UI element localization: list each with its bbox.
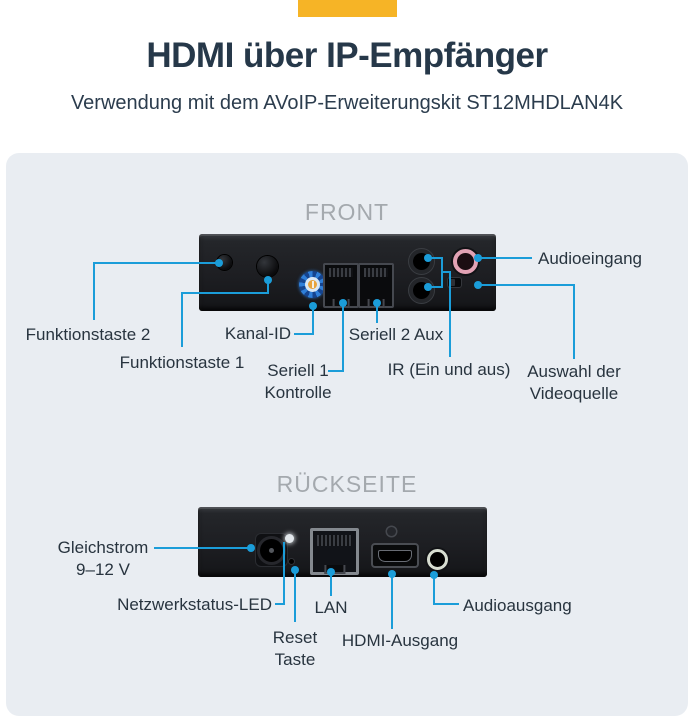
function-button-1 bbox=[257, 256, 278, 277]
callout-lan: LAN bbox=[314, 598, 348, 617]
port-pins bbox=[329, 268, 353, 277]
hdmi-output-port bbox=[371, 543, 419, 568]
page-subtitle: Verwendung mit dem AVoIP-Erweiterungskit… bbox=[70, 92, 624, 114]
audio-input-jack bbox=[453, 249, 478, 274]
ir-jack-bottom bbox=[409, 278, 434, 303]
panel-screw bbox=[387, 527, 396, 536]
callout-funktionstaste-2: Funktionstaste 2 bbox=[25, 325, 151, 344]
callout-gleichstrom: Gleichstrom 9–12 V bbox=[43, 537, 163, 581]
lan-port bbox=[310, 528, 359, 575]
video-source-switch bbox=[448, 278, 461, 287]
callout-auswahl-videoquelle: Auswahl der Videoquelle bbox=[504, 361, 644, 405]
port-latch bbox=[332, 299, 350, 308]
callout-gleichstrom-line1: Gleichstrom bbox=[57, 538, 149, 557]
callout-reset-line2: Taste bbox=[274, 650, 316, 669]
callout-seriell-1-line1: Seriell 1 bbox=[267, 361, 329, 380]
callout-ir: IR (Ein und aus) bbox=[387, 360, 511, 379]
port-pins bbox=[317, 535, 352, 546]
front-panel-device bbox=[199, 234, 496, 311]
rear-section-label: RÜCKSEITE bbox=[276, 471, 418, 497]
dial-pointer bbox=[308, 280, 317, 289]
front-section-label: FRONT bbox=[304, 199, 390, 225]
rear-panel-device bbox=[198, 507, 487, 577]
channel-id-rotary-dial bbox=[299, 271, 326, 298]
function-button-2 bbox=[217, 255, 232, 270]
callout-gleichstrom-line2: 9–12 V bbox=[76, 560, 130, 579]
port-latch bbox=[367, 299, 385, 308]
callout-funktionstaste-1: Funktionstaste 1 bbox=[119, 353, 245, 372]
callout-audioausgang: Audioausgang bbox=[463, 596, 572, 615]
callout-seriell-2-aux: Seriell 2 Aux bbox=[348, 325, 444, 344]
audio-output-jack bbox=[427, 549, 448, 570]
dc-power-jack bbox=[256, 534, 287, 566]
callout-audioeingang: Audioeingang bbox=[538, 249, 642, 268]
page-title: HDMI über IP-Empfänger bbox=[146, 36, 548, 75]
dial-ring bbox=[305, 277, 320, 292]
callout-kanal-id: Kanal-ID bbox=[224, 324, 291, 343]
callout-reset-line1: Reset bbox=[272, 628, 318, 647]
callout-auswahl-line2: Videoquelle bbox=[529, 384, 619, 403]
ir-jack-top bbox=[409, 249, 434, 274]
callout-reset-taste: Reset Taste bbox=[235, 627, 355, 671]
port-pins bbox=[364, 268, 388, 277]
callout-hdmi-ausgang: HDMI-Ausgang bbox=[341, 631, 459, 650]
dc-jack-pin bbox=[269, 547, 274, 553]
callout-seriell-1: Seriell 1 Kontrolle bbox=[238, 360, 358, 404]
callout-netzwerkstatus-led: Netzwerkstatus-LED bbox=[117, 595, 272, 614]
serial-1-port bbox=[323, 263, 359, 308]
callout-seriell-1-line2: Kontrolle bbox=[264, 383, 332, 402]
hdmi-slot bbox=[378, 549, 412, 562]
serial-2-aux-port bbox=[358, 263, 394, 308]
reset-pinhole bbox=[289, 559, 294, 564]
port-latch bbox=[323, 565, 346, 574]
brand-tab-accent bbox=[298, 0, 397, 17]
network-status-led bbox=[285, 534, 294, 543]
callout-auswahl-line1: Auswahl der bbox=[527, 362, 621, 381]
dc-jack-ring bbox=[257, 535, 286, 565]
